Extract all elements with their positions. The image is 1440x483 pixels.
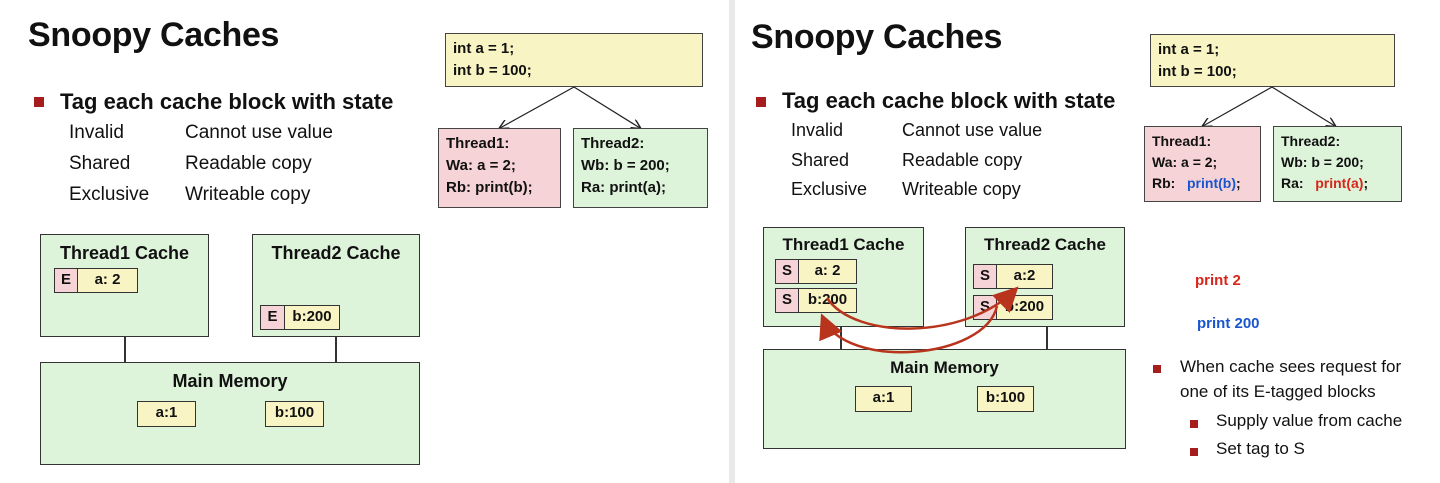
- main-code-box: int a = 1; int b = 100;: [445, 33, 703, 87]
- thread2-code-box: Thread2: Wb: b = 200; Ra: print(a);: [573, 128, 708, 208]
- code-line: Wb: b = 200;: [581, 157, 670, 174]
- note-line: one of its E-tagged blocks: [1180, 382, 1376, 401]
- state-name: Invalid: [69, 122, 124, 143]
- code-line: Ra: print(a);: [1281, 173, 1394, 194]
- slide-title: Snoopy Caches: [28, 16, 280, 54]
- state-desc: Readable copy: [902, 150, 1023, 170]
- code-tree-arrows: [0, 86, 729, 483]
- code-line: Wb: b = 200;: [1281, 154, 1364, 170]
- memory-value-b: b:100: [265, 401, 324, 427]
- thread1-title: Thread1:: [1152, 133, 1212, 149]
- state-name: Shared: [791, 150, 850, 170]
- thread1-title: Thread1:: [446, 135, 510, 152]
- main-memory: Main Memory a:1 b:100: [40, 362, 420, 465]
- code-line: Ra: print(a);: [581, 179, 666, 196]
- thread2-cache: Thread2 Cache S a:2 S b:200: [965, 227, 1125, 327]
- slide-title: Snoopy Caches: [751, 18, 1003, 56]
- thread1-code-box: Thread1: Wa: a = 2; Rb: print(b);: [438, 128, 561, 208]
- cache-title: Thread1 Cache: [59, 243, 190, 263]
- memory-value-a: a:1: [137, 401, 196, 427]
- state-desc: Writeable copy: [902, 179, 1021, 199]
- cache-tag: E: [260, 305, 285, 330]
- bullet-marker: [1153, 365, 1161, 373]
- thread2-title: Thread2:: [581, 135, 645, 152]
- bullet-marker: [34, 97, 44, 107]
- cache-value: b:200: [284, 305, 340, 330]
- thread1-cache: Thread1 Cache S a: 2 S b:200: [763, 227, 924, 327]
- code-line: Wa: a = 2;: [1152, 154, 1218, 170]
- memory-value-b: b:100: [977, 386, 1034, 412]
- sub-bullet: Set tag to S: [1216, 439, 1305, 458]
- highlighted-call: print(a): [1315, 175, 1364, 191]
- code-line: int a = 1;: [1158, 41, 1220, 58]
- sub-bullet-marker: [1190, 420, 1198, 428]
- thread2-title: Thread2:: [1281, 133, 1341, 149]
- cache-title: Thread2 Cache: [271, 243, 401, 263]
- cache-value: a: 2: [77, 268, 138, 293]
- code-suffix: ;: [1363, 175, 1369, 191]
- thread1-cache: Thread1 Cache E a: 2: [40, 234, 209, 337]
- state-name: Exclusive: [791, 179, 868, 199]
- cache-value: a:2: [996, 264, 1053, 289]
- bus-line: [1046, 326, 1048, 350]
- left-slide: Snoopy Caches Tag each cache block with …: [0, 0, 729, 483]
- code-prefix: Ra:: [1281, 175, 1316, 191]
- cache-tag: E: [54, 268, 78, 293]
- thread2-code-box: Thread2: Wb: b = 200; Ra: print(a);: [1273, 126, 1402, 202]
- main-memory: Main Memory a:1 b:100: [763, 349, 1126, 449]
- cache-tag: S: [775, 259, 799, 284]
- code-suffix: ;: [1235, 175, 1241, 191]
- note-line: When cache sees request for: [1180, 357, 1402, 376]
- code-tree-arrows: [735, 86, 1440, 483]
- print-output-red: print 2: [1195, 272, 1241, 289]
- code-line: Rb: print(b);: [1152, 173, 1253, 194]
- state-desc: Readable copy: [185, 153, 312, 174]
- memory-value-a: a:1: [855, 386, 912, 412]
- bullet-marker: [756, 97, 766, 107]
- bullet-heading: Tag each cache block with state: [60, 89, 394, 114]
- right-slide: Snoopy Caches Tag each cache block with …: [735, 0, 1440, 483]
- thread2-cache: Thread2 Cache E b:200: [252, 234, 420, 337]
- cache-value: a: 2: [798, 259, 857, 284]
- memory-title: Main Memory: [172, 371, 288, 391]
- cache-title: Thread1 Cache: [782, 235, 905, 254]
- state-desc: Cannot use value: [185, 122, 333, 143]
- print-output-blue: print 200: [1197, 315, 1260, 332]
- thread1-code-box: Thread1: Wa: a = 2; Rb: print(b);: [1144, 126, 1261, 202]
- code-line: Rb: print(b);: [446, 179, 533, 196]
- code-line: int a = 1;: [453, 40, 515, 57]
- bullet-heading: Tag each cache block with state: [782, 88, 1116, 113]
- bus-line: [124, 336, 126, 363]
- state-name: Invalid: [791, 120, 844, 140]
- snoop-arrows: [819, 286, 1019, 354]
- sub-bullet-marker: [1190, 448, 1198, 456]
- main-code-box: int a = 1; int b = 100;: [1150, 34, 1395, 87]
- code-line: int b = 100;: [1158, 63, 1237, 80]
- cache-title: Thread2 Cache: [984, 235, 1106, 254]
- highlighted-call: print(b): [1187, 175, 1236, 191]
- sub-bullet: Supply value from cache: [1216, 411, 1403, 430]
- bus-line: [335, 336, 337, 363]
- code-prefix: Rb:: [1152, 175, 1187, 191]
- code-line: Wa: a = 2;: [446, 157, 516, 174]
- state-name: Shared: [69, 153, 131, 174]
- code-line: int b = 100;: [453, 62, 532, 79]
- state-desc: Cannot use value: [902, 120, 1043, 140]
- state-name: Exclusive: [69, 184, 150, 205]
- state-desc: Writeable copy: [185, 184, 311, 205]
- memory-title: Main Memory: [890, 358, 999, 377]
